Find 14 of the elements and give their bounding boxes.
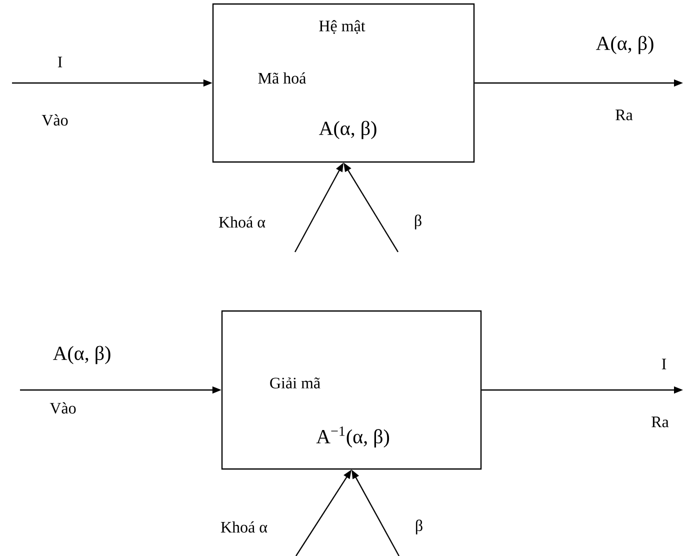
process-box: Giải mã A$^{−1}$(α, β) xyxy=(221,310,482,470)
edge-label: β xyxy=(416,520,422,534)
io-label: Vào xyxy=(50,402,76,414)
io-label: Ra xyxy=(652,416,669,428)
edge-label: β xyxy=(414,214,422,230)
io-label: Vào xyxy=(42,114,68,126)
edge-label: Khoá α xyxy=(220,521,268,533)
edge-label: I xyxy=(662,358,666,370)
process-box: Hệ mật Mã hoá A(α, β) xyxy=(212,3,475,163)
edge-label: I xyxy=(58,56,62,68)
edge-label: A(α, β) xyxy=(596,36,654,54)
edge-label: A(α, β) xyxy=(52,346,110,364)
io-label: Ra xyxy=(616,110,633,120)
edge-label: Khoá α xyxy=(218,216,266,228)
